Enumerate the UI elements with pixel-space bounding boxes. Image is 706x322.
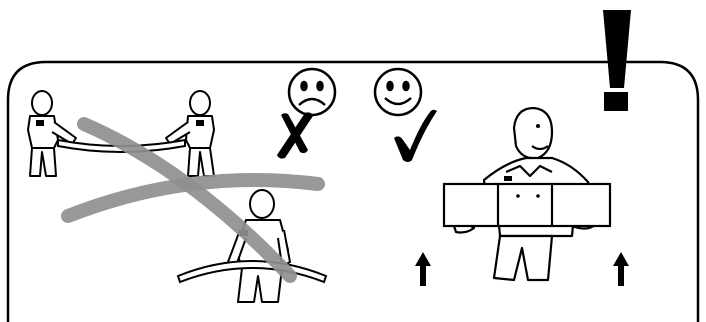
box [444, 184, 610, 226]
up-arrow-icon [415, 252, 431, 286]
right-way-panel [415, 108, 629, 286]
exclamation-icon [603, 10, 631, 111]
check-mark-icon [394, 110, 437, 162]
up-arrow-icon [613, 252, 629, 286]
sad-face-icon [289, 69, 335, 115]
person-right [166, 91, 214, 176]
cross-out-stroke-2 [68, 180, 318, 216]
person-left [28, 91, 76, 176]
cross-mark-icon [277, 112, 313, 158]
wrong-way-panel [28, 91, 326, 302]
happy-face-icon [375, 69, 421, 115]
